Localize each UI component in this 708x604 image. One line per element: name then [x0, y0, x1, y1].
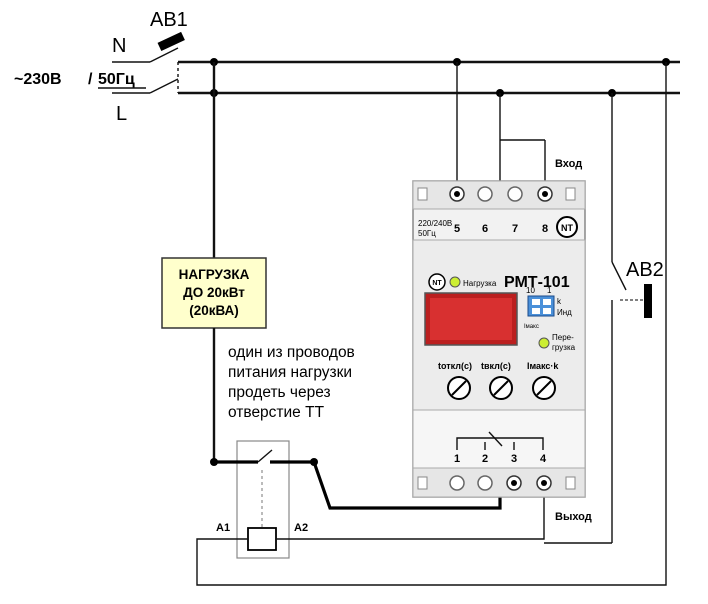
a1-label: A1: [216, 522, 230, 534]
frequency-label: 50Гц: [98, 71, 135, 88]
brand-logo-top: [556, 216, 578, 238]
model-label: РМТ-101: [504, 274, 570, 291]
terminal-1-screw: [449, 475, 465, 491]
terminal-7-screw: [507, 186, 523, 202]
ab1-label: АВ1: [150, 9, 188, 31]
breaker-ab1: [149, 31, 185, 94]
knob-i-max: [532, 376, 556, 400]
overload-led-label-2: грузка: [552, 343, 576, 352]
note-line-2: питания нагрузки: [228, 364, 352, 381]
switch-ind-label: Инд: [557, 308, 572, 317]
terminal-4-label: 4: [540, 453, 547, 465]
note-line-4: отверстие ТТ: [228, 404, 325, 421]
brand-logo-top-text: NT: [561, 223, 573, 233]
frequency-slash: /: [88, 71, 93, 88]
output-label: Выход: [555, 511, 592, 523]
terminal-8-label: 8: [542, 223, 548, 235]
input-label: Вход: [555, 158, 582, 170]
knob-1-label: tоткл(с): [438, 361, 472, 371]
switch-1-label: 1: [547, 286, 552, 295]
ab2-contact: [611, 261, 627, 291]
contactor-box: [236, 440, 290, 559]
note-line-1: один из проводов: [228, 344, 355, 361]
coil-neutral-wire: [196, 62, 667, 586]
rating-line-2: 50Гц: [418, 229, 436, 238]
terminal-7-label: 7: [512, 223, 518, 235]
terminal-3-label: 3: [511, 453, 517, 465]
knob-3-label: Iмакс·k: [527, 361, 559, 371]
voltage-label: ~230В: [14, 71, 62, 88]
knob-2-label: tвкл(с): [481, 361, 511, 371]
overload-led-label-1: Пере-: [552, 333, 574, 342]
ab2-label: АВ2: [626, 259, 664, 281]
output-contact-schematic: [456, 437, 544, 450]
load-led-label: Нагрузка: [463, 279, 497, 288]
overload-led: [538, 337, 550, 349]
switch-k-label: k: [557, 297, 562, 306]
contactor-coil: [247, 527, 277, 551]
a2-label: A2: [294, 522, 308, 534]
terminal-2-label: 2: [482, 453, 488, 465]
output-contact-blade: [488, 431, 503, 447]
knob-t-on: [489, 376, 513, 400]
load-line-3: (20кВА): [189, 303, 239, 318]
neutral-label: N: [112, 35, 126, 57]
brand-logo-front-text: NT: [432, 280, 442, 287]
contactor-switch-blade: [257, 449, 273, 463]
switch-max-label: Iмакс: [524, 324, 539, 330]
line-label: L: [116, 103, 127, 125]
coil-output-wire: [300, 484, 545, 540]
relay-rmt101: 220/240В 50Гц 5 6 7 8 NT NT Нагрузка РМТ…: [412, 180, 586, 498]
terminal-5-label: 5: [454, 223, 460, 235]
terminal-6-label: 6: [482, 223, 488, 235]
load-box: [161, 257, 267, 329]
terminal-6-screw: [477, 186, 493, 202]
load-line-1: НАГРУЗКА: [179, 267, 250, 282]
knob-t-off: [447, 376, 471, 400]
load-line-2: ДО 20кВт: [183, 285, 245, 300]
rating-line-1: 220/240В: [418, 219, 452, 228]
switch-10-label: 10: [526, 286, 535, 295]
terminal-1-label: 1: [454, 453, 460, 465]
load-led: [449, 276, 461, 288]
brand-logo-front: [428, 273, 446, 291]
ab2-handle: [644, 284, 652, 318]
note-line-3: продеть через: [228, 384, 331, 401]
terminal-2-screw: [477, 475, 493, 491]
